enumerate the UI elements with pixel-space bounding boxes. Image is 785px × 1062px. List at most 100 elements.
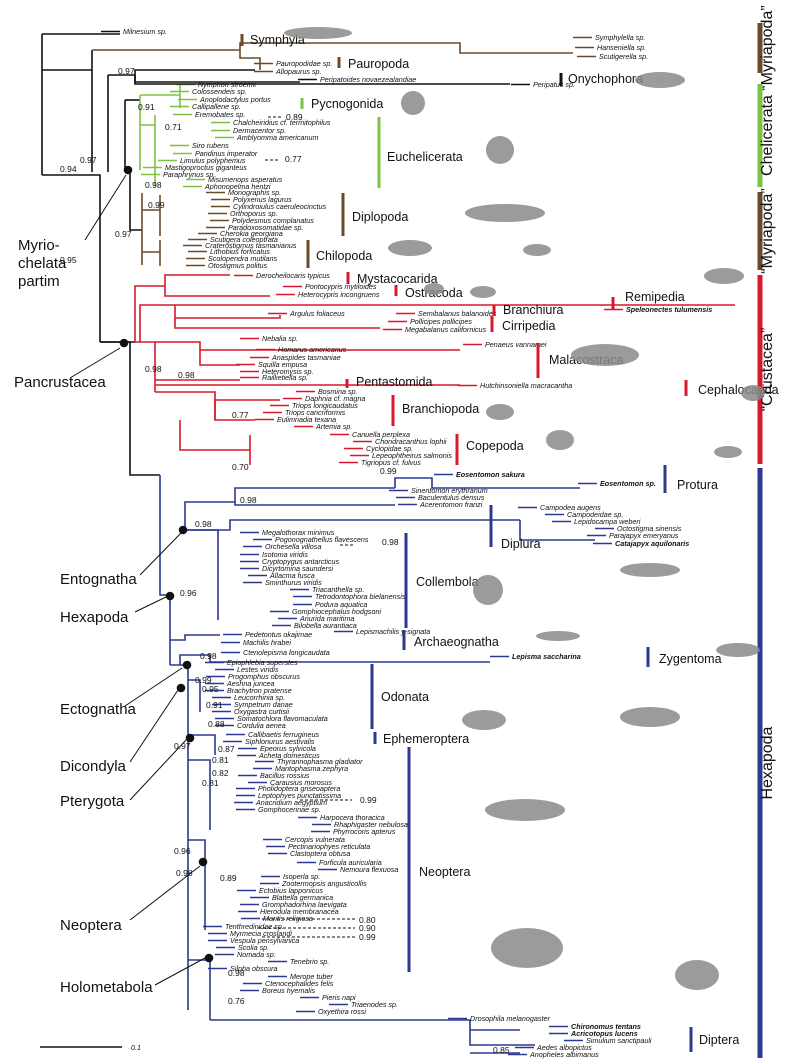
taxon-label: Penaeus vannamei xyxy=(485,340,547,349)
taxon-label: Limulus polyphemus xyxy=(180,156,246,165)
taxon-label: Sminthurus viridis xyxy=(265,578,322,587)
taxon-label: Leucorrhinia sp. xyxy=(234,693,285,702)
support-value: 0.82 xyxy=(212,768,229,778)
taxon-label: Boreus hyemalis xyxy=(262,986,316,995)
taxon-label: Bosmina sp. xyxy=(318,387,358,396)
clade-branch xyxy=(239,42,573,54)
side-label: Hexapoda xyxy=(759,726,776,799)
clade-branch xyxy=(108,69,255,76)
taxon-label: Squilla empusa xyxy=(258,360,307,369)
node-dot xyxy=(204,953,214,963)
taxon-label: Sinentomon erythranum xyxy=(411,486,488,495)
taxon-label: Milnesium sp. xyxy=(123,27,167,36)
organism-silhouette xyxy=(675,960,719,990)
group-bars xyxy=(240,34,693,1052)
organism-silhouette xyxy=(546,430,574,450)
organism-silhouette xyxy=(486,404,514,420)
taxon-label: Scolia sp. xyxy=(238,943,269,952)
support-value: 0.89 xyxy=(220,873,237,883)
support-value: 0.89 xyxy=(286,112,303,122)
taxon-label: Misumenops asperatus xyxy=(208,175,283,184)
taxon-label: Rhaphigaster nebulosa xyxy=(334,820,408,829)
taxon-label: Heteromysis sp. xyxy=(262,367,314,376)
support-value: 0.98 xyxy=(178,370,195,380)
taxon-label: Gomphocerinae sp. xyxy=(258,805,321,814)
taxon-label: Blattella germanica xyxy=(272,893,333,902)
node-dot xyxy=(176,683,186,693)
group-label: Neoptera xyxy=(419,865,470,879)
taxon-label: Orthoporus sp. xyxy=(230,209,278,218)
clade-branch xyxy=(210,1019,535,1046)
taxon-label: Callipallene sp. xyxy=(192,102,241,111)
taxon-label: Monographis sp. xyxy=(228,188,281,197)
organism-silhouettes xyxy=(284,27,765,990)
taxon-label: Homarus americanus xyxy=(278,345,347,354)
group-label: Branchiopoda xyxy=(402,402,479,416)
taxon-label: Semibalanus balanoides xyxy=(418,309,497,318)
taxon-label: Siphlonurus aestivalis xyxy=(245,737,315,746)
taxon-label: Hutchinsoniella macracantha xyxy=(480,381,572,390)
callout-line xyxy=(129,689,179,763)
group-label: Branchiura xyxy=(503,303,563,317)
taxon-label: Bilobella aurantiaca xyxy=(294,621,357,630)
organism-silhouette xyxy=(571,344,639,366)
clade-branch xyxy=(164,286,270,297)
taxon-label: Gromphadorhina laevigata xyxy=(262,900,347,909)
group-label: Diplura xyxy=(501,537,541,551)
taxon-label: Triops cancriformis xyxy=(285,408,346,417)
taxon-label: Paradoxosomatidae sp. xyxy=(228,223,304,232)
group-label: Archaeognatha xyxy=(414,635,499,649)
support-value: 0.98 xyxy=(228,968,245,978)
taxon-label: Paraphrynus sp. xyxy=(163,170,215,179)
node-dot xyxy=(185,733,195,743)
clade-label: Hexapoda xyxy=(60,609,129,626)
group-label: Euchelicerata xyxy=(387,150,463,164)
taxon-label: Cercopis vulnerata xyxy=(285,835,345,844)
callout-line xyxy=(154,957,206,986)
group-label: Zygentoma xyxy=(659,652,722,666)
node-dot xyxy=(123,165,133,175)
taxon-label: Simulium sanctipauli xyxy=(586,1036,652,1045)
organism-silhouette xyxy=(465,204,545,222)
taxon-label: Lepeophtheirus salmonis xyxy=(372,451,452,460)
support-value: 0.98 xyxy=(195,519,212,529)
taxon-label: Epeorus sylvicola xyxy=(260,744,316,753)
clade-branch xyxy=(125,171,142,231)
taxon-label: Cordulia aenea xyxy=(237,721,286,730)
callout-line xyxy=(129,865,201,921)
group-label: Pentastomida xyxy=(356,375,432,389)
taxon-label: Scolopendra mutilans xyxy=(208,254,278,263)
node-dot xyxy=(178,525,188,535)
clade-branch xyxy=(135,304,735,343)
taxon-label: Silpha obscura xyxy=(230,964,278,973)
clade-label: chelata xyxy=(18,255,67,272)
taxon-label: Bacillus rossius xyxy=(260,771,310,780)
support-value: 0.94 xyxy=(60,164,77,174)
group-label: Odonata xyxy=(381,690,429,704)
taxon-label: Tenthredinidae sp. xyxy=(225,922,284,931)
taxon-label: Clastoptera obtusa xyxy=(290,849,350,858)
taxon-label: Isoperla sp. xyxy=(283,872,320,881)
organism-silhouette xyxy=(704,268,744,284)
group-label: Diplopoda xyxy=(352,210,408,224)
taxon-label: Zootermopsis angusticollis xyxy=(281,879,367,888)
clade-branch xyxy=(214,399,280,420)
taxon-label: Anaspides tasmaniae xyxy=(271,353,341,362)
taxon-label: Nebalia sp. xyxy=(262,334,298,343)
callout-line xyxy=(124,667,183,707)
clade-branch xyxy=(140,115,156,186)
taxon-label: Raillietiella sp. xyxy=(262,373,308,382)
support-value: 0.96 xyxy=(174,846,191,856)
group-label: Ephemeroptera xyxy=(383,732,469,746)
taxon-label: Mantis religiosa xyxy=(263,914,313,923)
clade-branch xyxy=(188,734,216,755)
organism-silhouette xyxy=(741,385,765,401)
taxon-label: Megalothorax minimus xyxy=(262,528,335,537)
support-value: 0.97 xyxy=(118,66,135,76)
taxon-label: Polydesmus complanatus xyxy=(232,216,314,225)
clade-label: Entognatha xyxy=(60,571,137,588)
clade-label: Myrio- xyxy=(18,237,60,254)
support-value: 0.99 xyxy=(359,932,376,942)
taxon-label: Scutigerella sp. xyxy=(599,52,648,61)
